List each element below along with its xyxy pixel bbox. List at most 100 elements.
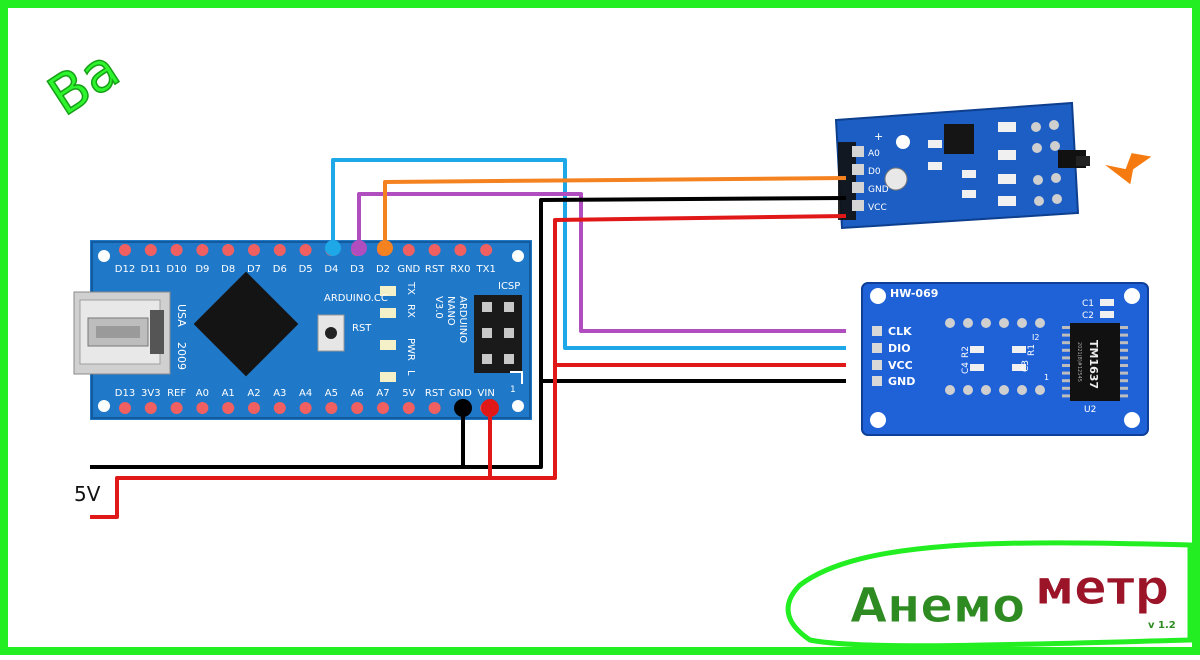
top-pin-label: D10 [166, 264, 186, 275]
top-pin-label: D4 [324, 264, 338, 275]
top-pin-pad [480, 244, 493, 256]
chip-leg [1062, 371, 1070, 375]
top-pin-pad [144, 244, 157, 256]
lightning-icon [1100, 150, 1157, 188]
top-pin-label: D6 [273, 264, 287, 275]
top-pin-label: TX1 [476, 264, 496, 275]
bottom-pin-pad [248, 402, 260, 414]
display-module: HW-069 TM1637 2021(8)#12545 C1 C2 C3 C4 … [861, 282, 1149, 436]
led-label: L [405, 370, 416, 376]
led-label: RX [405, 304, 416, 318]
bottom-pin-label: RST [425, 388, 445, 399]
usb-connector [73, 291, 171, 375]
c3-label: C3 [1021, 360, 1031, 372]
bottom-pin-label: A3 [273, 388, 286, 399]
chip-label: TM1637 [1087, 340, 1100, 389]
chip-leg [1062, 348, 1070, 352]
icsp-header [474, 295, 523, 384]
bottom-pin-label: A0 [196, 388, 209, 399]
model-line: NANO [445, 296, 456, 326]
sensor-minus-label: - [882, 220, 886, 233]
bottom-pin-label: 5V [402, 388, 415, 399]
year-label: 2009 [175, 342, 188, 370]
top-pin-pad [119, 244, 131, 256]
bottom-pin-label: D13 [115, 388, 135, 399]
chip-leg [1062, 356, 1070, 360]
top-pin-pad [454, 244, 467, 256]
bottom-pin-label: 3V3 [141, 388, 161, 399]
wire-red-sensor [90, 214, 847, 519]
chip-leg [1120, 341, 1128, 345]
one-label: 1 [1044, 373, 1049, 382]
bottom-pin-label: A6 [351, 388, 364, 399]
chip-leg [1120, 371, 1128, 375]
bottom-pin-pad [299, 402, 312, 414]
reset-button [317, 314, 345, 352]
chip-leg [1120, 386, 1128, 390]
bottom-pin-pad [377, 402, 389, 414]
sensor-plus-label: + [874, 130, 883, 143]
top-pin-pad [299, 244, 312, 256]
chip-code: 2021(8)#12545 [1076, 342, 1082, 382]
title-badge: Анемо метр v 1.2 [785, 540, 1193, 649]
sensor-pin-label: A0 [868, 149, 880, 159]
bottom-pin-label: GND [449, 388, 472, 399]
rst-label: RST [352, 323, 372, 334]
title-part2: метр [1035, 560, 1169, 616]
display-pin-pad [872, 360, 882, 370]
usa-label: USA [175, 304, 188, 327]
tm1637-chip: TM1637 2021(8)#12545 [1062, 323, 1128, 401]
icsp-label: ICSP [498, 281, 520, 292]
display-pin-label: GND [888, 375, 915, 388]
wire-orange [383, 176, 847, 248]
vin-connection-dot [481, 399, 499, 417]
chip-leg [1062, 394, 1070, 398]
bottom-pin-label: A7 [376, 388, 389, 399]
top-pin-label: D9 [195, 264, 209, 275]
led-labels: TX RX PWR L [405, 281, 416, 376]
chip-leg [1062, 386, 1070, 390]
supply-label: 5V [74, 482, 101, 506]
top-pin-pad [428, 244, 441, 256]
icsp-one-label: 1 [510, 385, 516, 395]
display-pin-pad [872, 376, 882, 386]
model-line: ARDUINO [457, 296, 468, 343]
display-model-label: HW-069 [890, 287, 938, 300]
bottom-pin-label: REF [167, 388, 186, 399]
bottom-pin-pad [402, 402, 415, 414]
chip-leg [1120, 356, 1128, 360]
led-label: PWR [405, 338, 416, 361]
display-pin-label: VCC [888, 359, 913, 372]
display-pin-label: DIO [888, 342, 911, 355]
brand-label: ARDUINO.CC [324, 293, 388, 304]
bottom-pin-pad [170, 402, 183, 414]
i2-label: I2 [1032, 333, 1039, 342]
bottom-pin-label: A5 [325, 388, 338, 399]
u2-label: U2 [1084, 405, 1096, 415]
d4-connection-dot [325, 240, 341, 256]
title-part1: Анемо [850, 578, 1025, 634]
wire-blue [331, 158, 846, 350]
bottom-pin-pad [428, 402, 441, 414]
top-pin-pad [248, 244, 260, 256]
status-leds [380, 286, 396, 382]
display-pin-label: CLK [888, 325, 912, 338]
display-pin-pad [872, 343, 882, 353]
sensor-pin-label: GND [868, 185, 889, 195]
top-pin-label: D11 [141, 264, 161, 275]
top-pin-label: D7 [247, 264, 261, 275]
corner-label: Ba [37, 37, 130, 128]
top-pin-pad [273, 244, 286, 256]
bottom-pin-label: A1 [222, 388, 235, 399]
led-label: TX [405, 281, 416, 295]
arduino-nano-board: USA 2009 ARDUINO.CC RST ICSP 1 ARDUINONA… [73, 240, 532, 420]
top-pin-pad [170, 244, 183, 256]
top-pin-label: D8 [221, 264, 235, 275]
top-pin-label: RX0 [450, 264, 470, 275]
top-pin-label: GND [397, 264, 420, 275]
display-pin-pad [872, 326, 882, 336]
